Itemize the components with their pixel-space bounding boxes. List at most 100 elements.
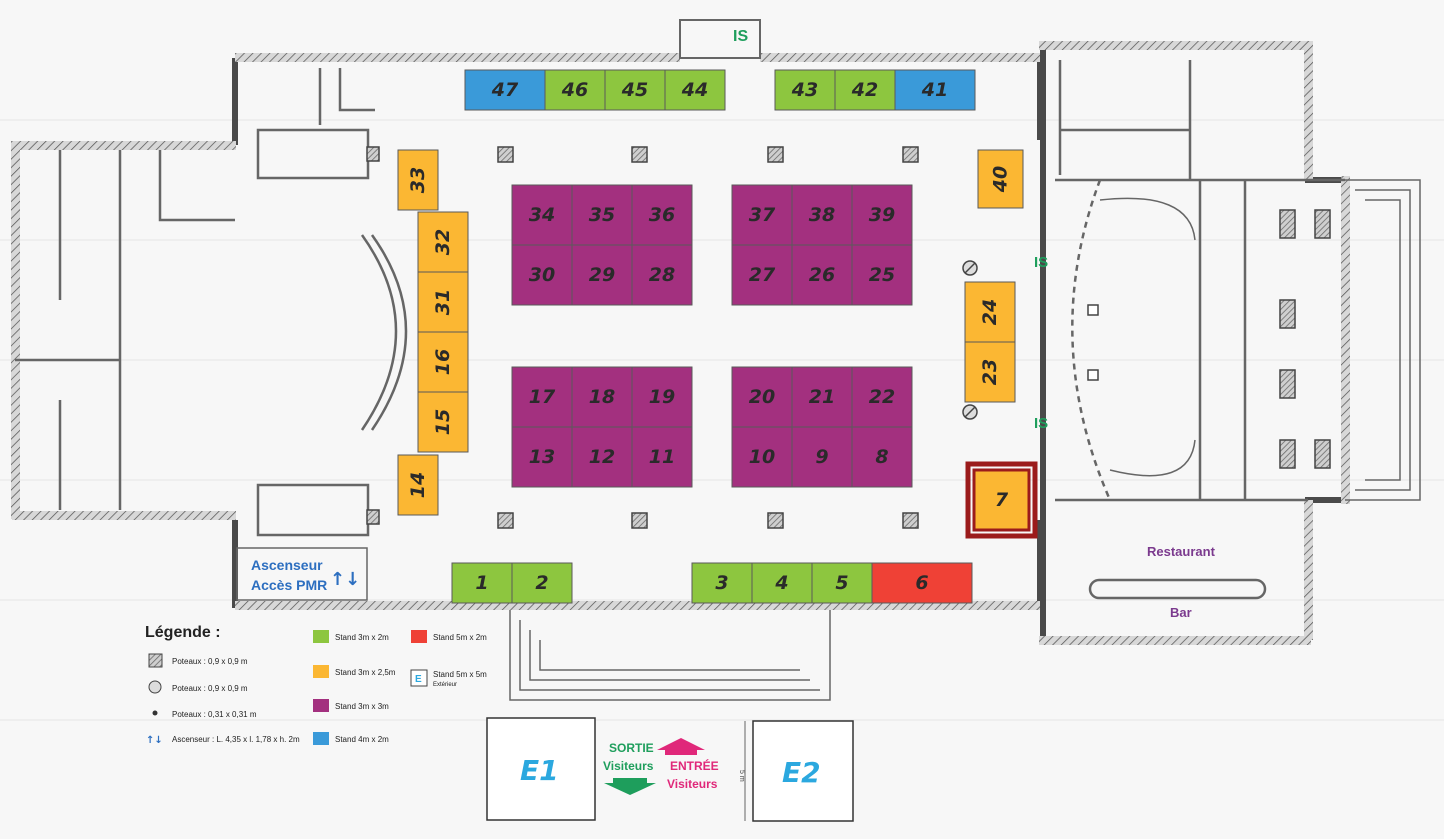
stand-12-label: 12 <box>589 446 615 468</box>
stand-15-label: 15 <box>432 409 454 435</box>
stand-13-label: 13 <box>529 446 555 468</box>
stand-33 <box>397 149 439 211</box>
stand-47 <box>464 69 546 111</box>
stand-21 <box>791 366 853 428</box>
stand-41 <box>894 69 976 111</box>
legend-stand-ext-sub: Extérieur <box>433 682 457 688</box>
is-label-top: IS <box>733 28 748 45</box>
stand-3 <box>691 562 753 604</box>
legend-stand-yellow: Stand 3m x 2,5m <box>335 668 396 677</box>
interior-lines <box>15 19 1421 701</box>
stand-12 <box>571 426 633 488</box>
stand-38-label: 38 <box>809 204 835 226</box>
stand-35-label: 35 <box>589 204 615 226</box>
stand-24 <box>964 281 1016 343</box>
stand-40-label: 40 <box>990 166 1012 193</box>
stand-36-label: 36 <box>649 204 675 226</box>
legend-elevator: Ascenseur : L. 4,35 x l. 1,78 x h. 2m <box>172 735 300 744</box>
legend-stand-ext: Stand 5m x 5m <box>433 670 487 679</box>
stand-14-label: 14 <box>407 472 429 498</box>
stand-24-label: 24 <box>979 299 1001 325</box>
stand-2 <box>511 562 573 604</box>
stand-4 <box>751 562 813 604</box>
legend-stand-blue: Stand 4m x 2m <box>335 735 389 744</box>
stand-8-label: 8 <box>875 446 888 468</box>
pillars <box>366 146 1331 529</box>
stand-41-label: 41 <box>921 79 948 101</box>
legend-stand-green: Stand 3m x 2m <box>335 633 389 642</box>
legend-stand-purple: Stand 3m x 3m <box>335 702 389 711</box>
stand-45 <box>604 69 666 111</box>
stand-31 <box>417 271 469 333</box>
legend-pillar-round-swatch <box>148 680 162 694</box>
legend-pillar-round: Poteaux : 0,9 x 0,9 m <box>172 684 248 693</box>
stand-2-label: 2 <box>535 572 548 594</box>
legend-yellow-swatch <box>313 665 329 678</box>
is-label-right-top: IS <box>1034 254 1048 271</box>
stand-13 <box>511 426 573 488</box>
stand-29-label: 29 <box>589 264 615 286</box>
stand-36 <box>631 184 693 246</box>
dimension-label: 5 m <box>738 770 745 782</box>
stand-30-label: 30 <box>529 264 555 286</box>
legend-pillar-small: Poteaux : 0,31 x 0,31 m <box>172 710 257 719</box>
stand-14 <box>397 454 439 516</box>
stand-6 <box>871 562 973 604</box>
stand-28-label: 28 <box>649 264 675 286</box>
stand-11 <box>631 426 693 488</box>
stand-30 <box>511 244 573 306</box>
legend-ext-badge: E <box>415 674 422 685</box>
stand-20-label: 20 <box>749 386 775 408</box>
stand-34 <box>511 184 573 246</box>
exit-label-line2: Visiteurs <box>603 759 654 773</box>
legend-pillar-small-swatch <box>152 710 158 716</box>
legend-purple-swatch <box>313 699 329 712</box>
stand-8 <box>851 426 913 488</box>
is-label-right-bottom: IS <box>1034 415 1048 432</box>
stand-7-highlight <box>965 461 1038 539</box>
wall-hatching <box>11 41 1350 645</box>
stand-25 <box>851 244 913 306</box>
stand-37-label: 37 <box>749 204 776 226</box>
stand-23 <box>964 341 1016 403</box>
legend-ext-swatch <box>410 669 428 687</box>
legend-blue-swatch <box>313 732 329 745</box>
stand-17 <box>511 366 573 428</box>
stand-44 <box>664 69 726 111</box>
stand-18-label: 18 <box>589 386 615 408</box>
entry-label-line1: ENTRÉE <box>670 758 719 773</box>
stand-15 <box>417 391 469 453</box>
legend-title: Légende : <box>145 624 221 641</box>
stand-10-label: 10 <box>749 446 775 468</box>
stand-27-label: 27 <box>749 264 776 286</box>
entry-arrow-icon <box>657 738 705 755</box>
exit-arrow-icon <box>604 778 656 795</box>
stand-3-label: 3 <box>715 572 728 594</box>
stand-23-label: 23 <box>979 359 1001 385</box>
stand-33-label: 33 <box>407 167 429 193</box>
stand-27 <box>731 244 793 306</box>
stand-37 <box>731 184 793 246</box>
exterior-stand-e1-box <box>486 717 596 821</box>
legend-pillar-large-swatch <box>148 653 163 668</box>
stand-31-label: 31 <box>432 289 454 315</box>
stand-26 <box>791 244 853 306</box>
stand-43 <box>774 69 836 111</box>
entry-label-line2: Visiteurs <box>667 777 718 791</box>
bar-label: Bar <box>1170 605 1192 620</box>
stand-5-label: 5 <box>835 572 848 594</box>
stand-11-label: 11 <box>649 446 675 468</box>
stand-47-label: 47 <box>491 79 519 101</box>
stand-7-label: 7 <box>995 489 1009 511</box>
stand-32-label: 32 <box>432 229 454 255</box>
stand-6-label: 6 <box>915 572 928 594</box>
stand-29 <box>571 244 633 306</box>
stand-9-label: 9 <box>815 446 828 468</box>
stand-1-label: 1 <box>475 572 488 594</box>
stand-26-label: 26 <box>809 264 835 286</box>
exit-label-line1: SORTIE <box>609 741 654 755</box>
stand-20 <box>731 366 793 428</box>
stand-40 <box>977 149 1024 209</box>
